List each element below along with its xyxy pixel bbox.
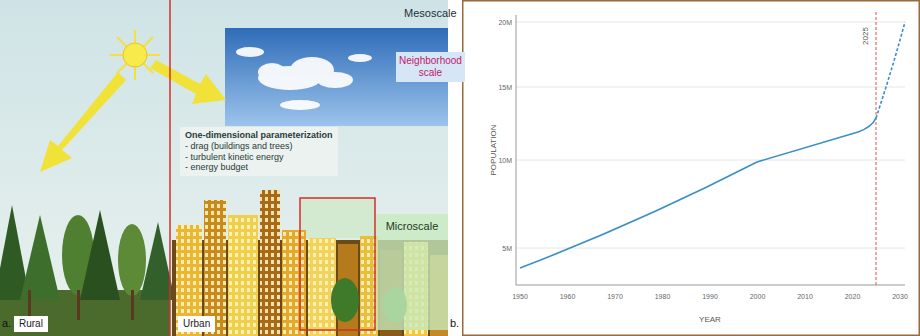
region-label-box: Rural (14, 316, 48, 332)
clouds (236, 47, 372, 110)
tick-label: 15M (498, 84, 512, 91)
region-label-box: Urban (178, 316, 215, 332)
node-heading: Rural (19, 318, 43, 330)
node-text: - energy budget (185, 162, 333, 173)
tick-label: 1960 (560, 293, 576, 300)
x-axis (516, 285, 905, 286)
tick-label: 1970 (607, 293, 623, 300)
trees (0, 205, 175, 336)
node-heading: Urban (183, 318, 210, 330)
neighborhood-zone (300, 198, 375, 238)
chart-frame (463, 1, 920, 336)
tick-label: 20M (498, 19, 512, 26)
sun (110, 30, 160, 80)
microscale-box: Microscale (376, 214, 448, 330)
tick-label: 1980 (655, 293, 671, 300)
y-axis (516, 15, 517, 285)
node-heading: One-dimensional parameterization (185, 130, 333, 141)
sunlight-arrow (150, 60, 226, 104)
year-marker (876, 12, 877, 285)
tick-label: 2030 (892, 293, 908, 300)
axis-title: POPULATION (490, 125, 498, 176)
parameterization-box: One-dimensional parameterization- drag (… (180, 127, 338, 176)
sky (0, 0, 448, 336)
tick-label: 2000 (750, 293, 766, 300)
scale-box: Neighborhood scale (396, 52, 465, 82)
panel-letter: b. (450, 318, 459, 329)
year-marker-label: 2025 (862, 27, 870, 45)
projection-curve (876, 22, 905, 118)
scale-label: Mesoscale (404, 8, 457, 19)
tick-label: 5M (502, 245, 512, 252)
tick-label: 2020 (845, 293, 861, 300)
divider-line (169, 0, 171, 336)
tick-label: 2010 (797, 293, 813, 300)
node-heading: Microscale (378, 220, 446, 233)
tick-label: 1990 (702, 293, 718, 300)
node-text: - turbulent kinetic energy (185, 152, 333, 163)
buildings (172, 190, 448, 336)
panel-letter: a. (2, 318, 11, 329)
axis-title: YEAR (699, 316, 721, 324)
tick-label: 10M (498, 157, 512, 164)
population-curve (520, 118, 876, 268)
neighborhood-frame (300, 198, 375, 330)
node-heading: Neighborhood scale (398, 55, 463, 79)
node-text: - drag (buildings and trees) (185, 141, 333, 152)
tick-label: 1950 (512, 293, 528, 300)
sunlight-arrow (40, 72, 126, 172)
